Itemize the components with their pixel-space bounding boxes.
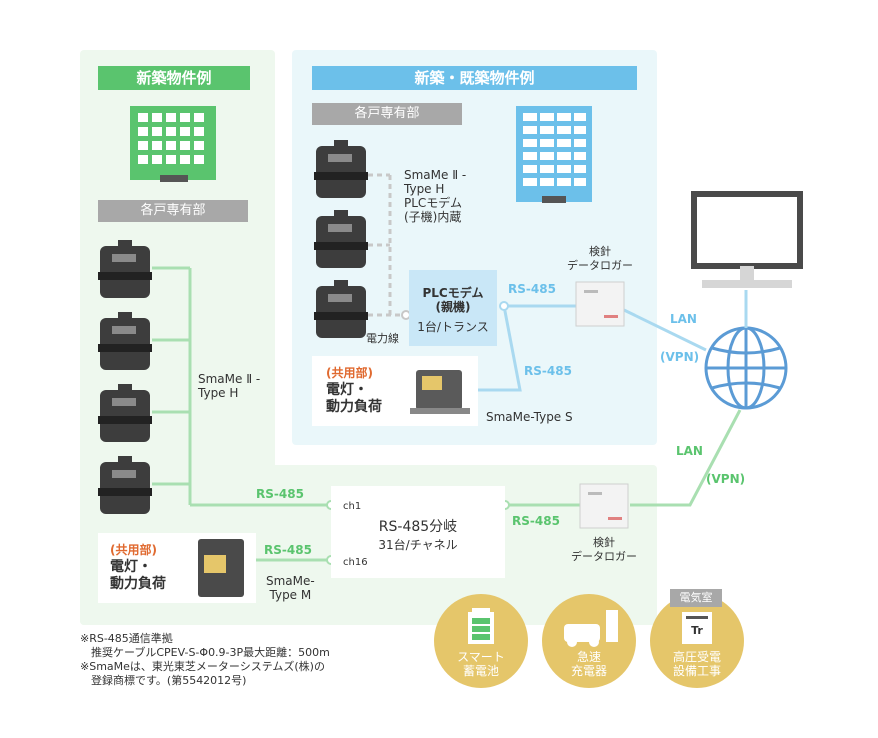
existing-build-title: 新築・既築物件例 [312, 66, 637, 90]
vpn-label-top: (VPN) [660, 350, 700, 364]
power-line-label: 電力線 [366, 332, 399, 345]
electrical-room-tag: 電気室 [670, 589, 722, 607]
service-substation: Tr 高圧受電 設備工事 [650, 594, 744, 688]
rs485-label-plc: RS-485 [508, 282, 556, 296]
rs485-label-type-s: RS-485 [524, 364, 572, 378]
footnote-line: ※SmaMeは、東光東芝メーターシステムズ(株)の [80, 660, 325, 673]
common-tag-top: (共用部) [326, 366, 373, 380]
logger-label-bottom: 検針 データロガー [571, 536, 637, 563]
common-title-top: 電灯・ 動力負荷 [326, 382, 382, 415]
vpn-label-bottom: (VPN) [706, 472, 746, 486]
service-charger-label: 急速 充電器 [570, 650, 607, 678]
splitter-title: RS-485分岐 [378, 519, 458, 535]
plc-modem-sub: 1台/トランス [417, 320, 489, 334]
service-charger: 急速 充電器 [542, 594, 636, 688]
transformer-icon-text: Tr [691, 624, 703, 637]
data-logger-icon-bottom [579, 483, 629, 529]
monitor-icon [691, 191, 803, 288]
lan-label-bottom: LAN [676, 444, 703, 458]
transformer-icon [682, 612, 712, 644]
footnote-line: 推奨ケーブルCPEV-S-Φ0.9-3P最大距離：500m [80, 646, 330, 659]
logger-label-top: 検針 データロガー [567, 245, 633, 272]
splitter-sub: 31台/チャネル [378, 538, 458, 552]
common-tag-bottom: (共用部) [110, 543, 157, 557]
charger-icon [564, 610, 618, 647]
footnote-line: 登録商標です。(第5542012号) [80, 674, 247, 687]
type-m-label: SmaMe- Type M [266, 574, 315, 602]
service-substation-label: 高圧受電 設備工事 [672, 650, 721, 678]
battery-icon [468, 608, 494, 644]
new-build-meter-label: SmaMe Ⅱ - Type H [198, 372, 261, 400]
panel-meter-icon-bottom [198, 539, 244, 597]
common-title-bottom: 電灯・ 動力負荷 [110, 559, 166, 592]
data-logger-icon-top [575, 281, 625, 327]
splitter-ch1: ch1 [343, 501, 362, 512]
rs485-splitter-box: RS-485分岐 31台/チャネル ch1 ch16 [331, 486, 505, 578]
rs485-label-ch1: RS-485 [256, 487, 304, 501]
plc-modem-title: PLCモデム (親機) [422, 286, 484, 314]
type-s-label: SmaMe-Type S [486, 410, 573, 424]
plc-modem-box: PLCモデム (親機) 1台/トランス [409, 270, 497, 346]
footnotes: ※RS-485通信準拠 推奨ケーブルCPEV-S-Φ0.9-3P最大距離：500… [80, 632, 330, 688]
lan-label-top: LAN [670, 312, 697, 326]
existing-unit-tag: 各戸専有部 [312, 103, 462, 125]
globe-icon [704, 326, 788, 410]
panel-meter-icon-top [410, 370, 470, 414]
service-battery: スマート 蓄電池 [434, 594, 528, 688]
common-area-bottom: (共用部) 電灯・ 動力負荷 [98, 533, 256, 603]
service-battery-label: スマート 蓄電池 [457, 650, 505, 678]
splitter-ch16: ch16 [343, 557, 368, 568]
existing-meter-label: SmaMe Ⅱ - Type H PLCモデム (子機)内蔵 [404, 168, 467, 224]
common-area-top: (共用部) 電灯・ 動力負荷 [312, 356, 478, 426]
new-build-title: 新築物件例 [98, 66, 250, 90]
new-build-unit-tag: 各戸専有部 [98, 200, 248, 222]
rs485-label-logger: RS-485 [512, 514, 560, 528]
footnote-line: ※RS-485通信準拠 [80, 632, 173, 645]
rs485-label-ch16: RS-485 [264, 543, 312, 557]
